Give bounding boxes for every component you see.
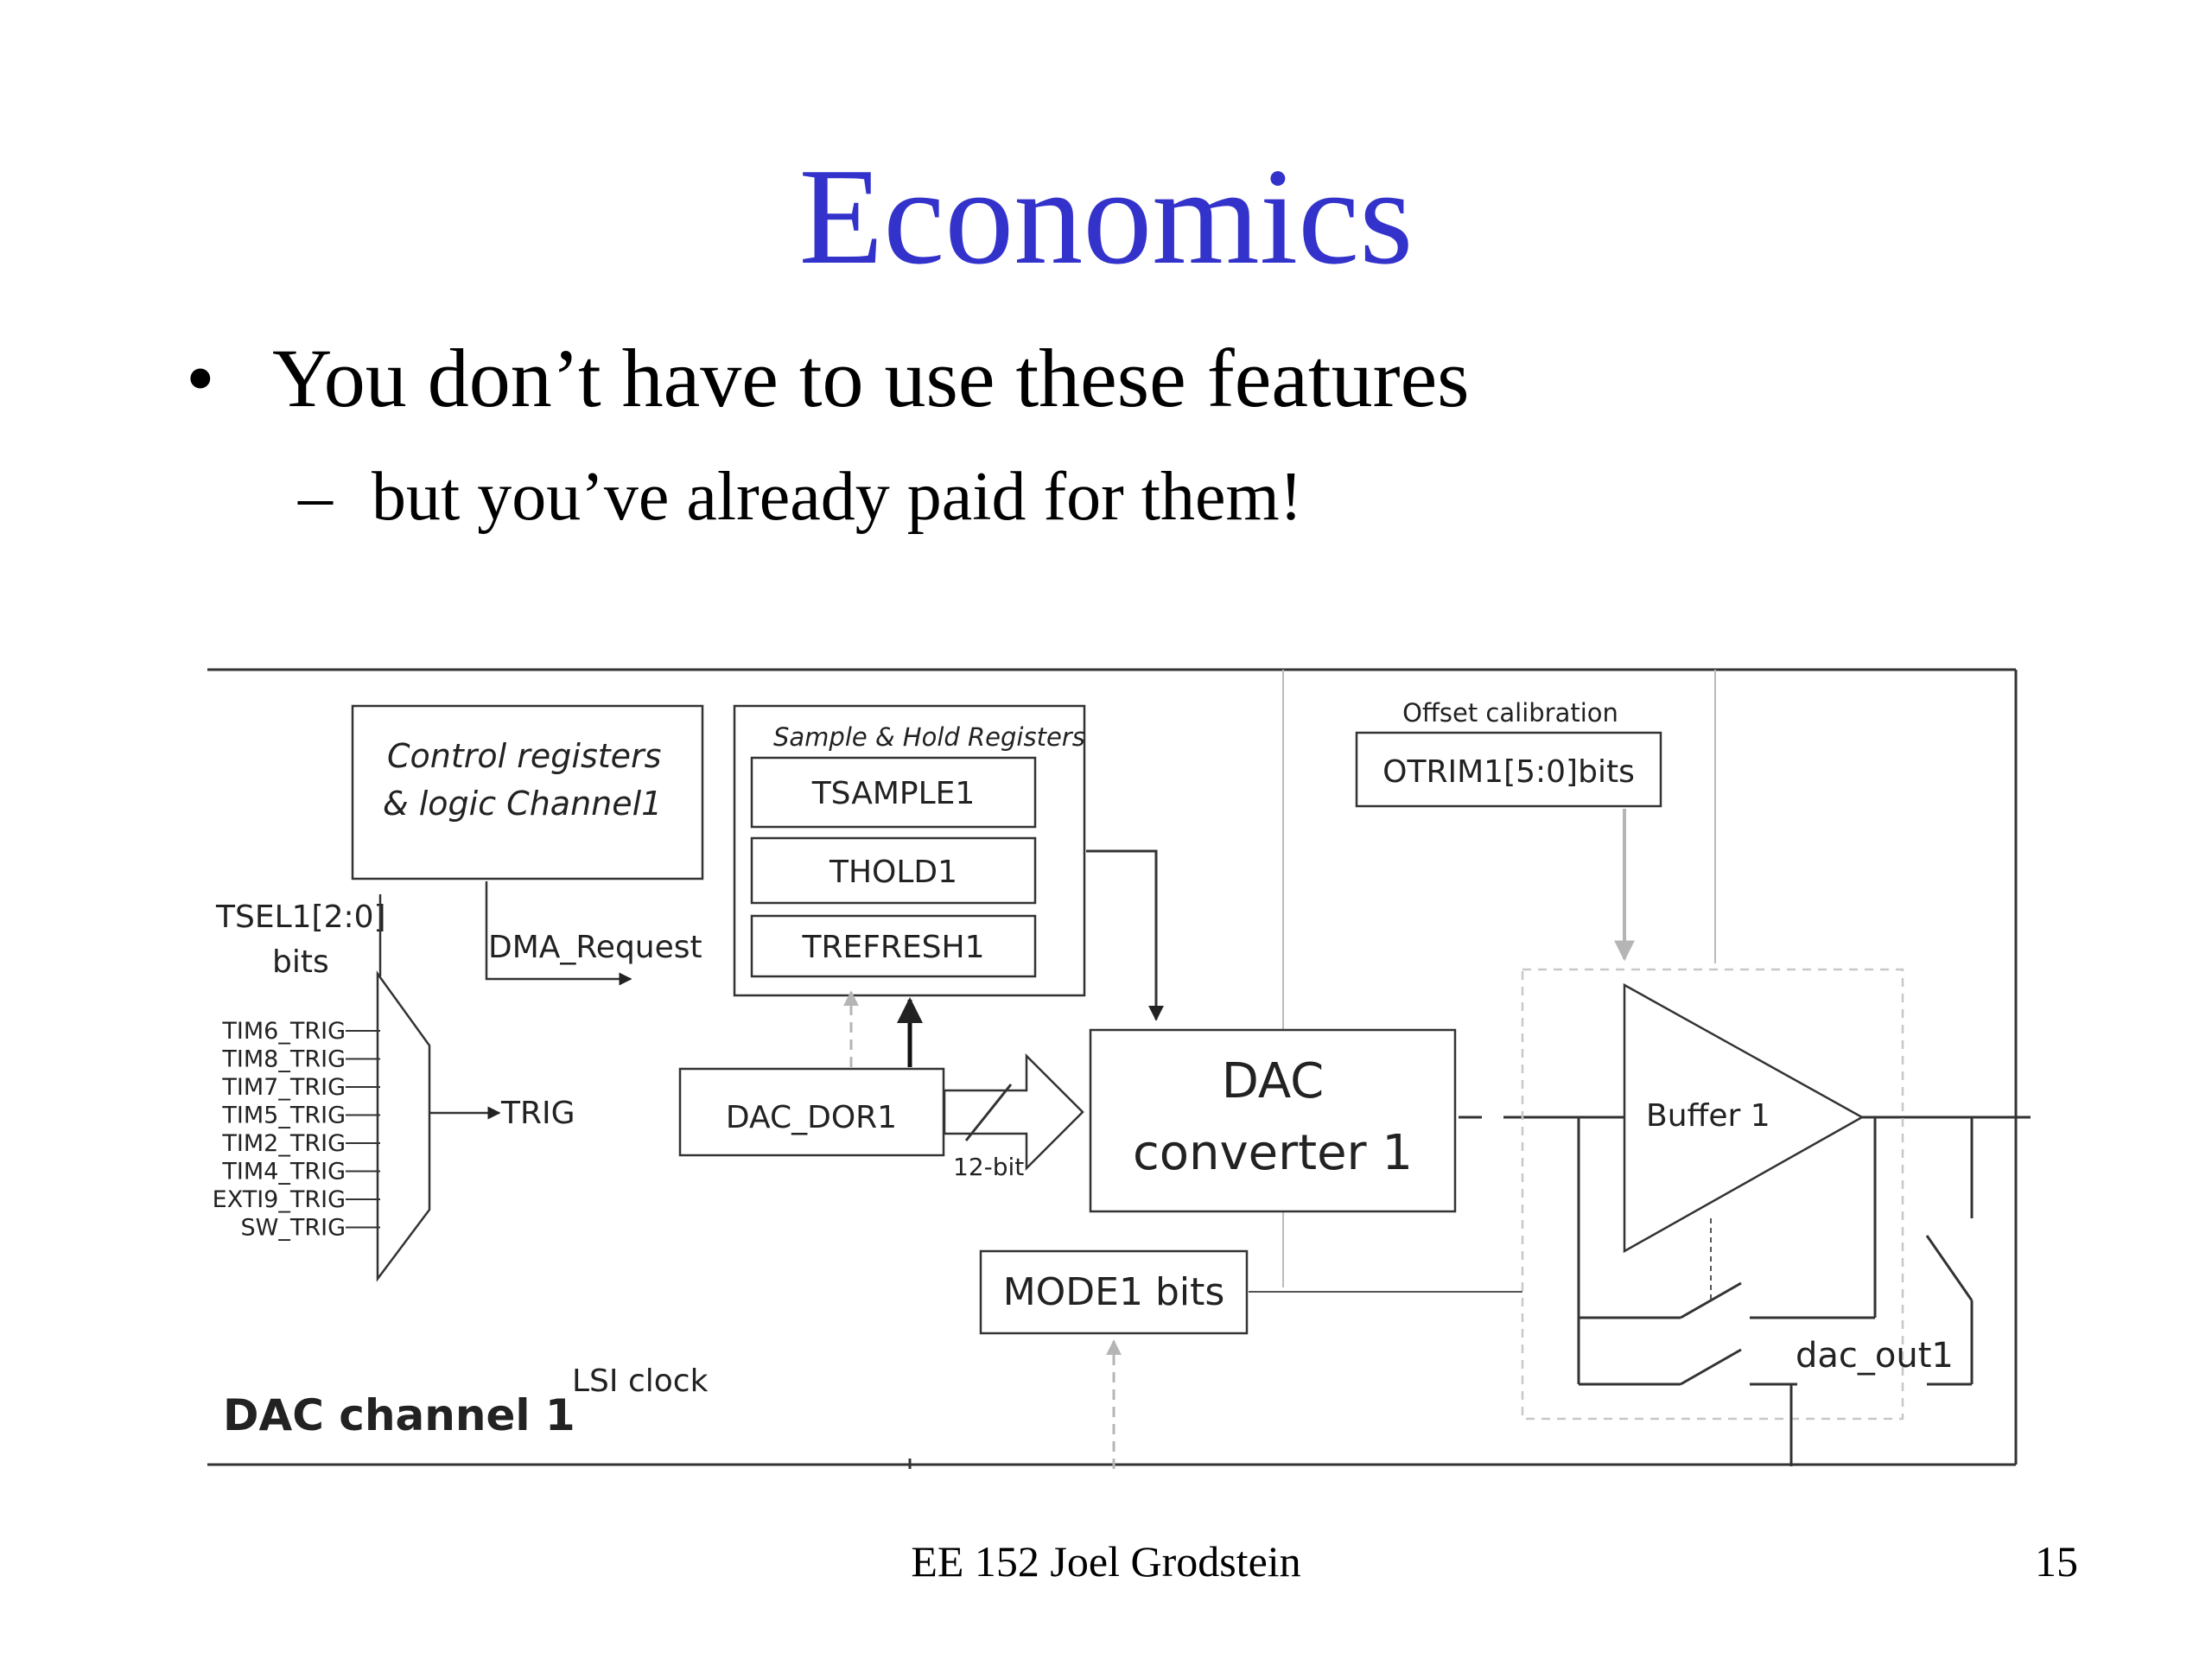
thold-register: THOLD1: [829, 855, 957, 890]
trigger-input-label: TIM6_TRIG: [221, 1018, 346, 1045]
offset-calibration-label: Offset calibration: [1402, 698, 1618, 728]
trigger-input-label: TIM2_TRIG: [221, 1130, 346, 1157]
slide-footer: EE 152 Joel Grodstein: [911, 1537, 1301, 1586]
dac-label-line-2: converter 1: [1133, 1125, 1413, 1181]
switch-network: [1577, 1117, 1974, 1466]
trefresh-register: TREFRESH1: [801, 930, 984, 965]
tsample-register: TSAMPLE1: [811, 776, 976, 811]
slide-title: Economics: [798, 139, 1414, 293]
trigger-input-label: TIM5_TRIG: [221, 1103, 346, 1129]
trigger-multiplexer: TRIG: [376, 970, 575, 1282]
page-number: 15: [2035, 1537, 2078, 1586]
dash-icon: –: [298, 459, 333, 535]
sub-bullet-point: –but you’ve already paid for them!: [298, 462, 1302, 531]
trigger-input-label: TIM7_TRIG: [221, 1074, 346, 1101]
control-line-2: & logic Channel1: [383, 785, 662, 823]
mode-label: MODE1 bits: [1003, 1270, 1225, 1314]
trigger-inputs: TIM6_TRIGTIM8_TRIGTIM7_TRIGTIM5_TRIGTIM2…: [213, 1018, 380, 1242]
trigger-input-label: EXTI9_TRIG: [213, 1186, 346, 1213]
dac-dor-label: DAC_DOR1: [726, 1100, 897, 1135]
dac-label-line-1: DAC: [1222, 1053, 1325, 1109]
trigger-input-label: SW_TRIG: [241, 1215, 346, 1242]
mode-bits-register: MODE1 bits: [979, 1249, 1522, 1469]
bit-width-label: 12-bit: [953, 1153, 1024, 1181]
buffer-amplifier: Buffer 1: [1623, 982, 1865, 1254]
buffer-region: [1521, 968, 1904, 1421]
trig-label: TRIG: [500, 1096, 575, 1131]
control-registers-block: Control registers & logic Channel1: [351, 704, 704, 880]
lsi-clock-label: LSI clock: [572, 1363, 709, 1399]
sample-hold-registers: Sample & Hold Registers TSAMPLE1 THOLD1 …: [733, 704, 1164, 1021]
tsel-label-line-1: TSEL1[2:0]: [215, 899, 386, 935]
dac-converter-block: DAC converter 1: [1089, 1028, 1457, 1213]
otrim-register: OTRIM1[5:0]bits: [1355, 731, 1662, 808]
bullet-text: You don’t have to use these features: [272, 332, 1470, 424]
dac-dor-register: DAC_DOR1: [678, 1067, 945, 1157]
diagram-frame: [207, 668, 2018, 1466]
tsel-label-line-2: bits: [272, 944, 329, 980]
otrim-label: OTRIM1[5:0]bits: [1382, 754, 1635, 790]
sub-bullet-text: but you’ve already paid for them!: [372, 459, 1303, 535]
trigger-input-label: TIM4_TRIG: [221, 1159, 346, 1185]
bullet-point: •You don’t have to use these features: [186, 337, 1470, 420]
dma-request-path: DMA_Request: [485, 881, 702, 986]
dma-request-label: DMA_Request: [488, 930, 702, 965]
buffer-label: Buffer 1: [1646, 1098, 1770, 1134]
bullet-dot-icon: •: [186, 332, 215, 424]
channel-label: DAC channel 1: [223, 1390, 575, 1440]
trigger-input-label: TIM8_TRIG: [221, 1046, 346, 1073]
dac-out-label: dac_out1: [1796, 1336, 1954, 1376]
control-line-1: Control registers: [387, 737, 661, 775]
data-bus-arrow: 12-bit: [943, 1052, 1084, 1181]
sample-hold-title: Sample & Hold Registers: [773, 722, 1085, 752]
